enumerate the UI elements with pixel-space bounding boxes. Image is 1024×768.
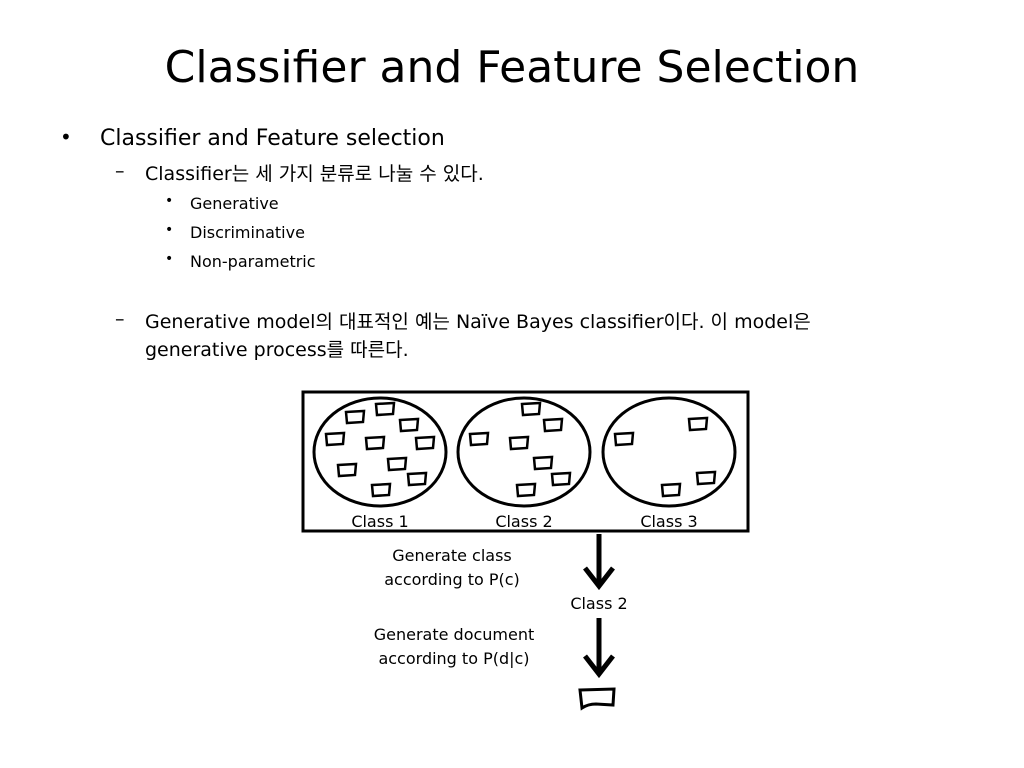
document-icon: [550, 471, 572, 487]
step2-text-line1: Generate document: [374, 625, 535, 644]
document-icon: [520, 401, 542, 417]
sub-bullet-naive-bayes-line1: Generative model의 대표적인 예는 Naïve Bayes cl…: [145, 311, 811, 333]
item-discriminative: Discriminative: [190, 223, 305, 242]
class-3-label: Class 3: [640, 512, 697, 531]
dash-marker: –: [115, 308, 125, 330]
document-icon: [660, 482, 682, 498]
dash-marker: –: [115, 160, 125, 182]
document-icon: [695, 470, 717, 486]
step2-text-line2: according to P(d|c): [378, 649, 529, 668]
document-icon: [613, 431, 635, 447]
document-icon: [414, 435, 436, 451]
document-icons: [324, 401, 717, 498]
document-icon: [324, 431, 346, 447]
sub-bullet-classifier-types: Classifier는 세 가지 분류로 나눌 수 있다.: [145, 163, 484, 185]
arrow-head: [583, 566, 615, 591]
document-icon: [508, 435, 530, 451]
item-non-parametric: Non-parametric: [190, 252, 316, 271]
arrow-head: [583, 654, 615, 679]
generated-document-icon: [578, 687, 616, 711]
document-icon: [386, 456, 408, 472]
step1-text-line1: Generate class: [392, 546, 512, 565]
sub-bullet-naive-bayes-line2: generative process를 따른다.: [145, 339, 409, 361]
document-icon: [515, 482, 537, 498]
document-icon: [542, 417, 564, 433]
classes-box: [301, 390, 750, 533]
class-1-label: Class 1: [351, 512, 408, 531]
document-icon: [468, 431, 490, 447]
class-3-circle: [601, 396, 737, 508]
document-icon: [336, 462, 358, 478]
bullet-classifier-feature-selection: Classifier and Feature selection: [100, 126, 445, 151]
document-icon: [406, 471, 428, 487]
document-icon: [687, 416, 709, 432]
document-icon: [374, 401, 396, 417]
class-2-label: Class 2: [495, 512, 552, 531]
bullet-dot: •: [165, 193, 174, 209]
step1-text-line2: according to P(c): [384, 570, 520, 589]
class-1-circle: [312, 396, 448, 508]
document-icon: [370, 482, 392, 498]
document-icon: [532, 455, 554, 471]
document-icon: [398, 417, 420, 433]
bullet-dot: •: [165, 251, 174, 267]
bullet-dot: •: [60, 125, 72, 149]
document-icon: [364, 435, 386, 451]
class-2-circle: [456, 396, 592, 508]
document-icon: [344, 409, 366, 425]
item-generative: Generative: [190, 194, 279, 213]
chosen-class-label: Class 2: [570, 594, 627, 613]
bullet-dot: •: [165, 222, 174, 238]
slide-title: Classifier and Feature Selection: [164, 42, 860, 93]
